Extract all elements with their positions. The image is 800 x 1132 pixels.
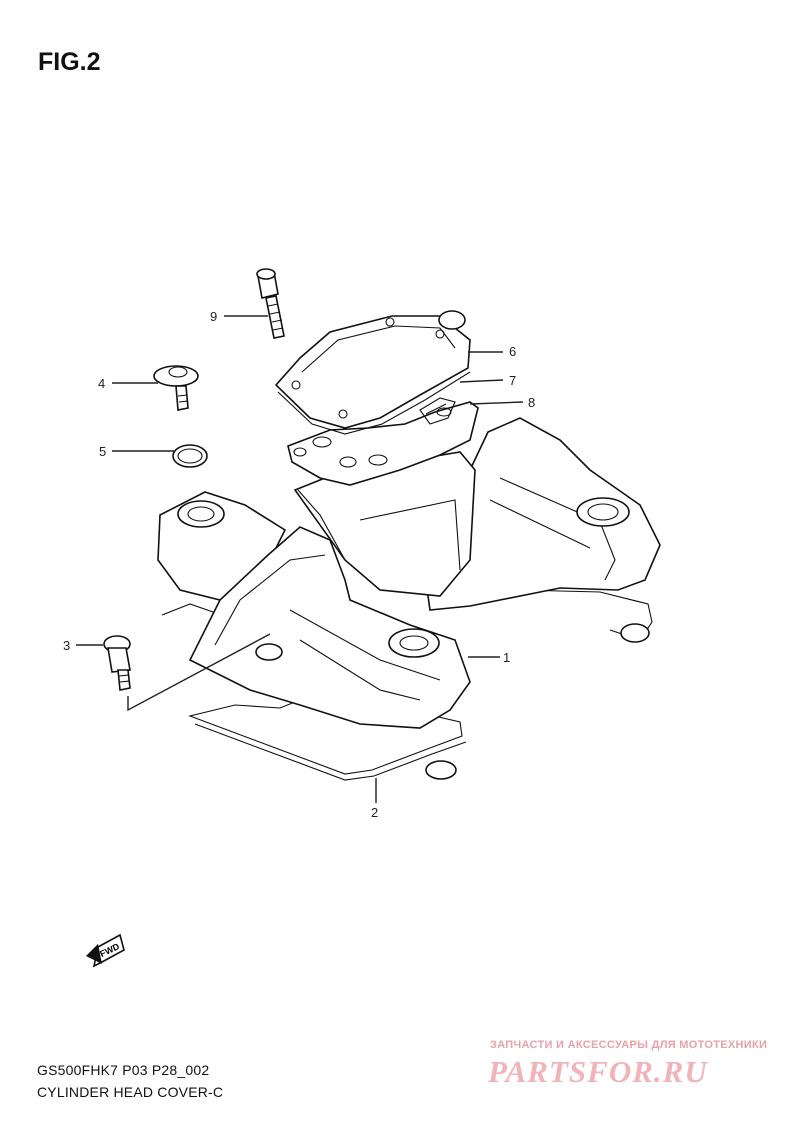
callout-1: 1 bbox=[503, 650, 510, 665]
part-5-o-ring bbox=[172, 444, 208, 468]
leader-lines bbox=[76, 315, 524, 803]
fwd-arrow-badge: FWD bbox=[86, 933, 125, 968]
callout-5: 5 bbox=[99, 444, 106, 459]
part-1-cylinder-head-cover bbox=[157, 417, 661, 729]
callout-4: 4 bbox=[98, 376, 105, 391]
watermark-logo: PARTSFOR.RU bbox=[488, 1054, 708, 1089]
model-code-label: GS500FHK7 P03 P28_002 bbox=[37, 1062, 210, 1078]
part-6-breather-cover bbox=[274, 310, 471, 435]
part-8-plate-gasket bbox=[287, 401, 479, 486]
callout-3: 3 bbox=[63, 638, 70, 653]
callout-numbers: 1 2 3 4 5 6 7 8 9 bbox=[63, 309, 535, 820]
part-4-washer-bolt bbox=[153, 365, 199, 411]
part-3-stud-bolt bbox=[103, 635, 131, 691]
callout-8: 8 bbox=[528, 395, 535, 410]
callout-6: 6 bbox=[509, 344, 516, 359]
figure-title: FIG.2 bbox=[38, 48, 101, 76]
diagram-name-label: CYLINDER HEAD COVER-C bbox=[37, 1084, 224, 1100]
callout-7: 7 bbox=[509, 373, 516, 388]
callout-2: 2 bbox=[371, 805, 378, 820]
callout-9: 9 bbox=[210, 309, 217, 324]
part-9-bolt bbox=[256, 268, 285, 339]
watermark-tagline: ЗАПЧАСТИ И АКСЕССУАРЫ ДЛЯ МОТОТЕХНИКИ bbox=[490, 1039, 768, 1051]
part-7-reed-valve bbox=[419, 397, 456, 425]
